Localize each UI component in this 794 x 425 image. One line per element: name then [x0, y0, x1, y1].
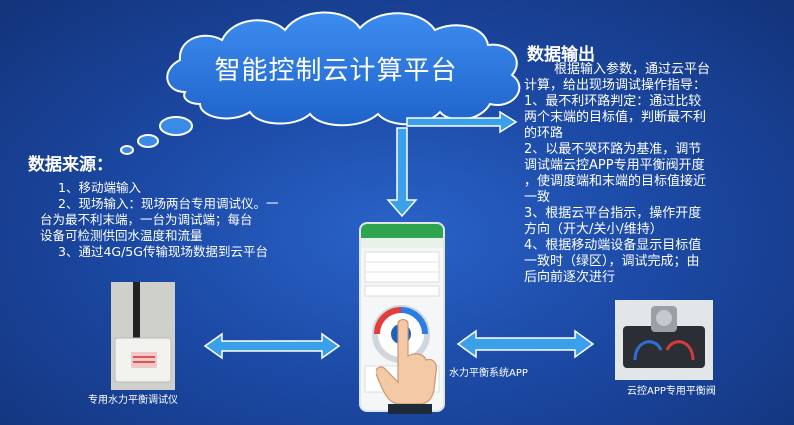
data-output-line: 3、根据云平台指示，操作开度	[524, 206, 702, 221]
data-output-line: 一致	[524, 190, 551, 205]
arrow-device-app-left	[203, 332, 341, 360]
data-output-line: 方向（开大/关小/维持）	[524, 222, 663, 237]
caption-valve: 云控APP专用平衡阀	[627, 386, 716, 397]
data-output-line: 一致时（绿区），调试完成；由	[524, 254, 700, 269]
debugger-device-illustration	[111, 282, 175, 390]
data-output-line: 1、最不利环路判定：通过比较	[524, 94, 702, 109]
data-source-item: 3、通过4G/5G传输现场数据到云平台	[58, 244, 268, 259]
data-source-item: 2、现场输入：现场两台专用调试仪。一	[58, 196, 279, 211]
thought-bubble-large	[159, 116, 193, 136]
balance-valve-illustration	[615, 300, 713, 380]
data-output-line: 调试端云控APP专用平衡阀开度	[524, 158, 705, 173]
data-source-item: 设备可检测供回水温度和流量	[40, 228, 203, 243]
data-source-item: 台为最不利末端，一台为调试端；每台	[40, 212, 253, 227]
data-output-line: 的环路	[524, 126, 564, 141]
data-output-line: 两个末端的目标值，判断最不利	[524, 110, 707, 125]
data-output-line: 根据输入参数，通过云平台	[554, 62, 711, 77]
data-source-item: 1、移动端输入	[58, 180, 141, 195]
data-output-line: 后向前逐次进行	[524, 270, 616, 285]
balance-valve-photo	[615, 300, 713, 380]
caption-debugger: 专用水力平衡调试仪	[88, 395, 178, 406]
arrow-cloud-to-output	[406, 110, 518, 134]
data-output-text: 根据输入参数，通过云平台 计算，给出现场调试操作指导： 1、最不利环路判定：通过…	[524, 62, 786, 286]
thought-bubble-small	[120, 145, 134, 155]
cloud-shape	[166, 11, 521, 127]
data-output-line: 2、以最不哭环路为基准，调节	[524, 142, 702, 157]
data-output-title: 数据输出	[527, 45, 595, 65]
arrow-cloud-to-app	[386, 127, 418, 218]
thought-bubble-medium	[137, 134, 159, 148]
data-output-line: ，使调度端和末端的目标值接近	[524, 174, 707, 189]
cloud-title: 智能控制云计算平台	[214, 56, 458, 86]
data-source-list: 1、移动端输入 2、现场输入：现场两台专用调试仪。一 台为最不利末端，一台为调试…	[40, 180, 350, 260]
hand-pointer-icon	[376, 318, 437, 414]
thought-bubbles	[120, 116, 193, 155]
caption-app: 水力平衡系统APP	[449, 368, 528, 379]
data-output-line: 4、根据移动端设备显示目标值	[524, 238, 702, 253]
arrow-app-valve-right	[456, 329, 595, 359]
data-output-line: 计算，给出现场调试操作指导：	[524, 78, 707, 93]
debugger-device-photo	[111, 282, 175, 390]
data-source-title: 数据来源：	[28, 155, 113, 175]
